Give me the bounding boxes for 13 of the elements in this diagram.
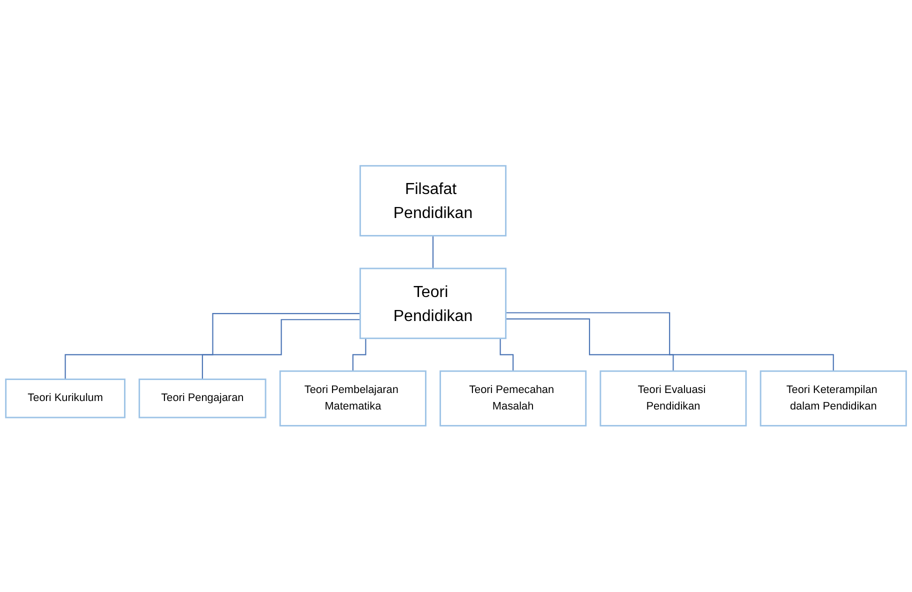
node-box: Filsafat Pendidikan xyxy=(359,165,507,237)
node-box: Teori Kurikulum xyxy=(5,378,126,418)
node-box: Teori Keterampilan dalam Pendidikan xyxy=(760,370,907,427)
node-box: Teori Pengajaran xyxy=(138,378,266,418)
node-box: Teori Pembelajaran Matematika xyxy=(279,370,426,427)
connector xyxy=(64,313,360,380)
node-box: Teori Pemecahan Masalah xyxy=(440,370,587,427)
connector xyxy=(506,318,674,372)
node-box: Teori Evaluasi Pendidikan xyxy=(600,370,747,427)
connector xyxy=(202,319,360,380)
connector xyxy=(506,312,834,372)
node-box: Teori Pendidikan xyxy=(359,268,507,340)
connector xyxy=(432,235,434,270)
